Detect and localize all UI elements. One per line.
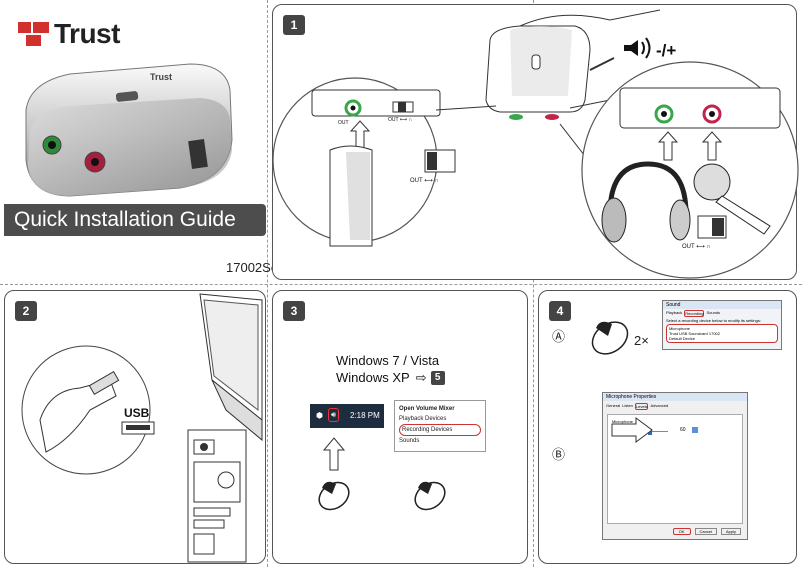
sound-dialog-instruction: Select a recording device below to modif… xyxy=(666,318,761,323)
mute-speaker-icon[interactable] xyxy=(692,427,698,433)
menu-item-playback[interactable]: Playback Devices xyxy=(399,416,447,422)
network-icon: ⬢ xyxy=(316,411,323,420)
arrow-up-icon xyxy=(322,437,346,471)
taskbar-tray: ⬢ 🔊︎ 2:18 PM xyxy=(310,404,384,428)
svg-text:Trust: Trust xyxy=(150,72,172,82)
step-4b-label: Ⓑ xyxy=(552,447,566,462)
os-label-xp: Windows XP xyxy=(336,370,410,385)
tab-advanced[interactable]: Advanced xyxy=(650,403,669,408)
os-label-win7: Windows 7 / Vista xyxy=(336,353,440,368)
tab-listen[interactable]: Listen xyxy=(622,403,633,408)
svg-text:-/+: -/+ xyxy=(656,41,676,60)
svg-text:OUT ⟷ ∩: OUT ⟷ ∩ xyxy=(682,244,711,250)
ok-button[interactable]: OK xyxy=(672,528,691,535)
os-label-xp-row: Windows XP ⇨ 5 xyxy=(336,369,445,386)
apply-button[interactable]: Apply xyxy=(720,528,741,535)
mic-dialog-buttons: OK Cancel Apply xyxy=(603,526,747,537)
sound-dialog-title: Sound xyxy=(663,301,781,309)
step-4a-label: Ⓐ xyxy=(552,329,566,344)
recording-device-item[interactable]: Microphone Trust USB Soundcard 17002 Def… xyxy=(666,324,778,343)
dashed-divider-vertical-1 xyxy=(267,0,268,567)
level-label: Microphone xyxy=(612,419,633,424)
dashed-divider-vertical-2 xyxy=(533,0,534,567)
product-image: Trust xyxy=(25,63,233,197)
mic-properties-dialog: Microphone Properties General Listen Lev… xyxy=(602,392,748,540)
menu-item-volume-mixer[interactable]: Open Volume Mixer xyxy=(399,406,455,412)
sound-dialog: Sound Playback Recording Sounds Select a… xyxy=(662,300,782,350)
menu-item-sounds[interactable]: Sounds xyxy=(399,438,420,444)
step-4-badge: 4 xyxy=(549,301,571,321)
double-click-count: 2× xyxy=(634,333,649,348)
step-1-badge: 1 xyxy=(283,15,305,35)
menu-item-recording[interactable]: Recording Devices xyxy=(399,424,481,436)
mic-dialog-title: Microphone Properties xyxy=(603,393,747,401)
tab-sounds[interactable]: Sounds xyxy=(706,310,721,315)
brand-name: Trust xyxy=(54,18,120,49)
svg-text:OUT ⟷ ∩: OUT ⟷ ∩ xyxy=(410,178,439,184)
device-status: Default Device xyxy=(669,336,696,341)
dashed-divider-horizontal xyxy=(0,284,802,285)
sound-dialog-tabs: Playback Recording Sounds xyxy=(663,309,781,318)
svg-text:OUT: OUT xyxy=(338,120,349,126)
device-desc: Trust USB Soundcard 17002 xyxy=(669,331,720,336)
tab-playback[interactable]: Playback xyxy=(666,310,683,315)
trust-logo-icon xyxy=(18,22,49,46)
usb-label: USB xyxy=(124,406,150,420)
arrow-right-icon: ⇨ xyxy=(415,370,427,385)
svg-text:OUT ⟷ ∩: OUT ⟷ ∩ xyxy=(388,117,412,123)
tab-general[interactable]: General xyxy=(606,403,621,408)
step-5-ref-badge: 5 xyxy=(430,370,445,385)
step-2-badge: 2 xyxy=(15,301,37,321)
level-value: 60 xyxy=(680,427,686,433)
tray-clock: 2:18 PM xyxy=(350,411,380,420)
os-labels: Windows 7 / Vista Windows XP ⇨ 5 xyxy=(336,352,445,386)
mouse-right-click-icon xyxy=(318,481,350,511)
device-name: Microphone xyxy=(669,326,690,331)
brand-logo: Trust xyxy=(18,18,120,50)
step-3-badge: 3 xyxy=(283,301,305,321)
mouse-left-click-icon xyxy=(414,481,446,511)
tray-context-menu: Open Volume Mixer Playback Devices Recor… xyxy=(394,400,486,452)
guide-title: Quick Installation Guide xyxy=(4,204,266,236)
speaker-tray-icon[interactable]: 🔊︎ xyxy=(328,408,340,422)
cancel-button[interactable]: Cancel xyxy=(694,528,717,535)
mic-dialog-tabs: General Listen Levels Advanced xyxy=(603,401,747,412)
tab-recording[interactable]: Recording xyxy=(684,310,705,317)
mouse-double-click-icon xyxy=(591,321,629,355)
arrow-right-icon xyxy=(611,417,653,443)
tab-levels[interactable]: Levels xyxy=(634,403,649,410)
